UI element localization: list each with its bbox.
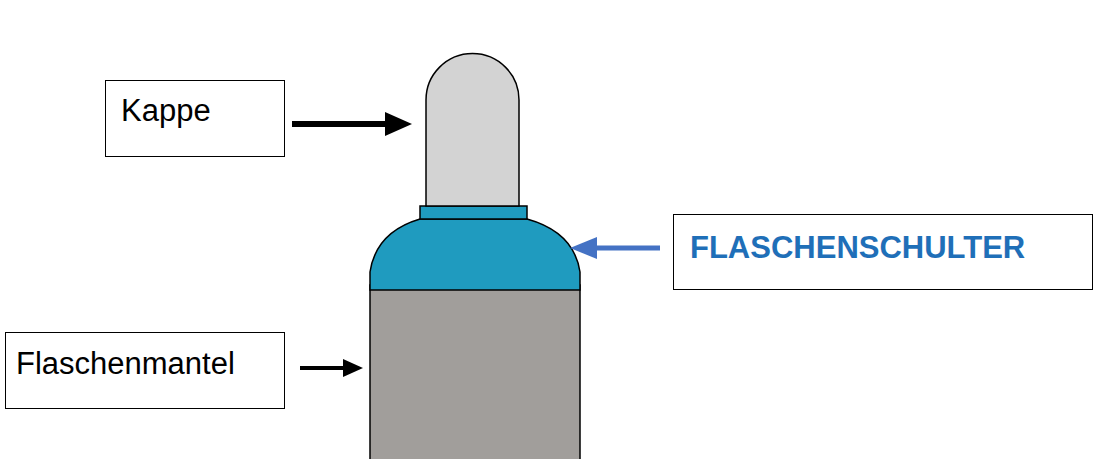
leader-arrow bbox=[592, 246, 660, 251]
arrow-head bbox=[385, 112, 412, 136]
part-label: Kappe bbox=[121, 94, 211, 128]
arrow-head bbox=[343, 359, 363, 377]
part-label: Flaschenmantel bbox=[16, 347, 235, 381]
leader-arrow bbox=[300, 366, 346, 370]
label-box: FLASCHENSCHULTER bbox=[673, 214, 1093, 290]
cylinder-shoulder bbox=[370, 219, 580, 290]
label-box: Flaschenmantel bbox=[5, 332, 285, 409]
part-label: FLASCHENSCHULTER bbox=[690, 231, 1025, 265]
cylinder-collar bbox=[420, 206, 527, 219]
leader-arrow bbox=[292, 121, 390, 127]
arrow-head bbox=[570, 237, 597, 259]
cylinder-cap bbox=[426, 54, 519, 207]
label-box: Kappe bbox=[105, 80, 285, 157]
cylinder-body bbox=[370, 285, 580, 459]
